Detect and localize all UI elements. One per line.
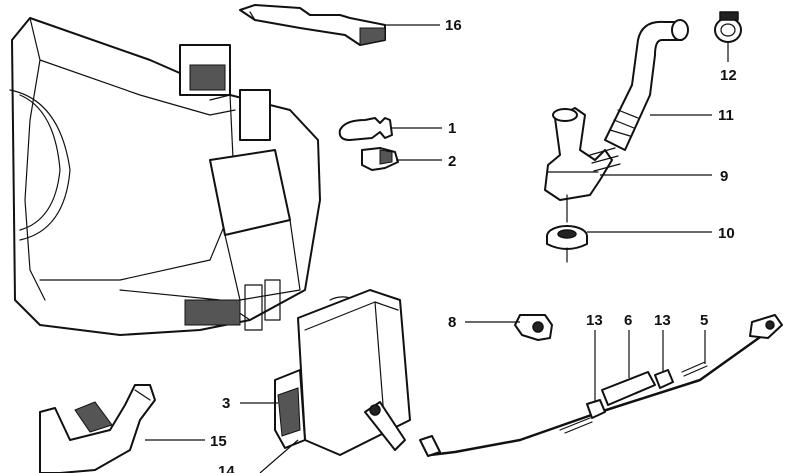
label-2: 2 xyxy=(448,153,456,170)
hose-drawing xyxy=(604,19,689,151)
label-13b: 13 xyxy=(654,312,671,329)
label-5: 5 xyxy=(700,312,708,329)
mounting-bracket-drawing xyxy=(39,384,156,473)
label-6: 6 xyxy=(624,312,632,329)
filler-neck-drawing xyxy=(544,107,621,201)
label-1: 1 xyxy=(448,120,456,137)
hose-clamp-drawing xyxy=(714,11,742,43)
label-10: 10 xyxy=(718,225,735,242)
label-15: 15 xyxy=(210,433,227,450)
label-12: 12 xyxy=(720,67,737,84)
label-9: 9 xyxy=(720,168,728,185)
leader-lines xyxy=(145,24,729,473)
rubber-plug-drawing xyxy=(338,117,393,141)
clip-drawing xyxy=(361,147,399,171)
pump-motor-drawing xyxy=(274,289,411,456)
label-13a: 13 xyxy=(586,312,603,329)
clip-small-drawing xyxy=(514,314,553,341)
bracket-strip-drawing xyxy=(239,4,386,46)
label-11: 11 xyxy=(718,107,734,124)
label-8: 8 xyxy=(448,314,456,331)
grommet-drawing xyxy=(546,194,588,263)
linkage-rod-drawing xyxy=(419,314,783,457)
label-16: 16 xyxy=(445,17,462,34)
reservoir-body-drawing xyxy=(9,17,321,336)
part-labels: 16 1 2 12 11 9 10 8 13 6 13 5 3 15 14 xyxy=(210,17,737,473)
label-14: 14 xyxy=(218,463,235,473)
label-3: 3 xyxy=(222,395,230,412)
